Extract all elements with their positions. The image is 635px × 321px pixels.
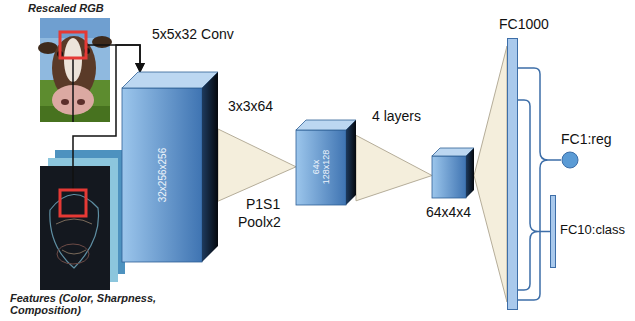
edge-label: 5x5x32 Conv (152, 26, 234, 42)
feature-image-shape (40, 150, 125, 290)
layer-parameter: Poolx2 (238, 214, 281, 230)
node-label: 64x 128x128 (311, 143, 331, 191)
node-label: FC10:class (560, 222, 625, 237)
regression-output-shape (561, 151, 579, 169)
regression-output: FC1:reg (561, 151, 579, 169)
feature-image: Features (Color, Sharpness, Composition) (40, 150, 125, 290)
feature-volume-shape (432, 148, 474, 198)
node-label: FC1000 (499, 16, 549, 32)
node-label: Rescaled RGB (28, 2, 104, 14)
node-label: FC1:reg (561, 131, 612, 147)
input-image-shape (40, 18, 110, 122)
class-output: FC10:class (550, 195, 556, 268)
output-bracket (518, 100, 550, 290)
output-bracket (518, 68, 561, 300)
node-label: Features (Color, Sharpness, Composition) (10, 292, 160, 316)
node-label: 64x4x4 (426, 204, 471, 220)
edge-label: 4 layers (372, 108, 421, 124)
feature-volume: 64x4x4 (432, 148, 474, 198)
fc-layer-shape (507, 38, 518, 310)
input-image: Rescaled RGB (40, 18, 110, 122)
conv-volume: 64x 128x128 (296, 120, 356, 205)
layer-cone (474, 46, 507, 302)
conv-volume-shape (122, 72, 218, 262)
layer-cone (218, 129, 296, 201)
edge-label: 3x3x64 (228, 98, 273, 114)
node-label: 32x256x256 (157, 148, 168, 203)
input-arrow (110, 45, 140, 72)
class-output-shape (550, 195, 556, 268)
conv-volume: 32x256x256 (122, 72, 218, 262)
layer-cone (356, 135, 432, 201)
fc-layer: FC1000 (507, 38, 518, 310)
layer-parameter: P1S1 (246, 196, 280, 212)
